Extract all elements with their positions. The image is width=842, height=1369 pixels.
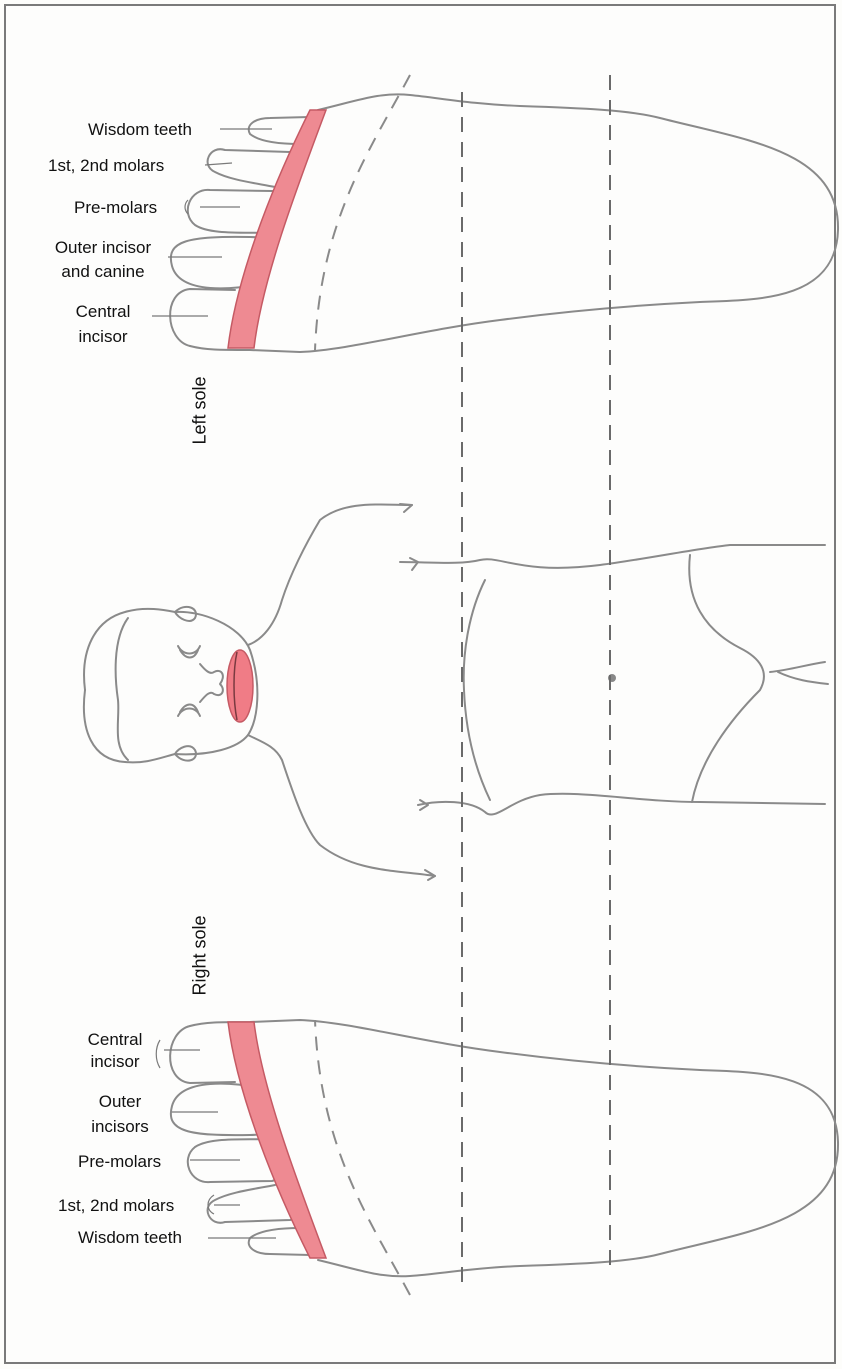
left-sole-arc	[315, 75, 410, 350]
label-left-premolars: Pre-molars	[74, 196, 157, 219]
label-right-premolars: Pre-molars	[78, 1150, 161, 1173]
label-right-molars: 1st, 2nd molars	[58, 1194, 174, 1217]
label-right-outer-incisors-1: Outer	[74, 1090, 166, 1113]
label-right-wisdom-teeth: Wisdom teeth	[78, 1226, 182, 1249]
label-left-outer-incisor-1: Outer incisor	[38, 236, 168, 259]
body-outline	[84, 504, 828, 880]
label-left-wisdom-teeth: Wisdom teeth	[88, 118, 192, 141]
left-teeth-band	[228, 110, 326, 348]
label-left-outer-incisor-2: and canine	[38, 260, 168, 283]
label-left-central-incisor-2: incisor	[58, 325, 148, 348]
label-right-outer-incisors-2: incisors	[74, 1115, 166, 1138]
right-sole-arc	[315, 1020, 410, 1295]
label-right-central-incisor-1: Central	[70, 1028, 160, 1051]
right-sole-title: Right sole	[190, 901, 211, 1011]
label-right-central-incisor-2: incisor	[70, 1050, 160, 1073]
label-left-molars: 1st, 2nd molars	[48, 154, 164, 177]
label-left-central-incisor-1: Central	[58, 300, 148, 323]
left-sole-title: Left sole	[190, 361, 211, 461]
lips	[227, 650, 253, 722]
